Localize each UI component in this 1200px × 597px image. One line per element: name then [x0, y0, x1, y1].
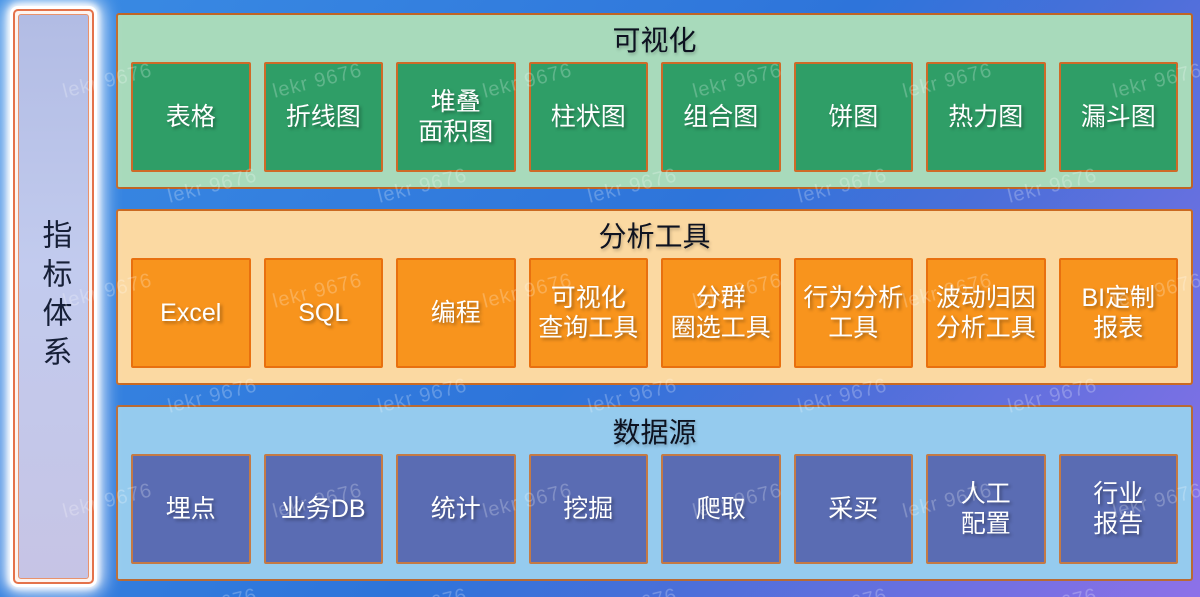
layer-item: 热力图 — [926, 62, 1046, 172]
layer-item: 漏斗图 — [1058, 62, 1178, 172]
layer-item: SQL — [263, 258, 383, 368]
layer-items-row: Excel SQL 编程 可视化 查询工具 分群 圈选工具 行为分析 工具 波动… — [118, 258, 1191, 368]
layer-panel-analysis-tools: 分析工具 Excel SQL 编程 可视化 查询工具 分群 圈选工具 行为分析 … — [116, 209, 1193, 385]
watermark-text: lekr 9676 — [1006, 584, 1100, 597]
layer-item: 堆叠 面积图 — [396, 62, 516, 172]
layer-item: 表格 — [131, 62, 251, 172]
watermark-text: lekr 9676 — [586, 584, 680, 597]
sidebar-title: 指标体系 — [37, 218, 71, 375]
layer-item: 分群 圈选工具 — [661, 258, 781, 368]
layer-item: 波动归因 分析工具 — [926, 258, 1046, 368]
layer-item: 饼图 — [793, 62, 913, 172]
layer-item: 统计 — [396, 454, 516, 564]
layer-title: 分析工具 — [598, 220, 711, 252]
layer-item: 行为分析 工具 — [793, 258, 913, 368]
layer-panel-data-sources: 数据源 埋点 业务DB 统计 挖掘 爬取 采买 人工 配置 行业 报告 — [116, 405, 1193, 581]
watermark-text: lekr 9676 — [376, 584, 470, 597]
layer-item: 爬取 — [661, 454, 781, 564]
sidebar-indicator-system: 指标体系 — [10, 6, 97, 587]
layer-item: BI定制 报表 — [1058, 258, 1178, 368]
layer-title: 可视化 — [612, 24, 697, 56]
layer-item: 组合图 — [661, 62, 781, 172]
layer-item: 柱状图 — [528, 62, 648, 172]
layer-item: 可视化 查询工具 — [528, 258, 648, 368]
layer-items-row: 表格 折线图 堆叠 面积图 柱状图 组合图 饼图 热力图 漏斗图 — [118, 62, 1191, 172]
layer-item: 编程 — [396, 258, 516, 368]
layer-items-row: 埋点 业务DB 统计 挖掘 爬取 采买 人工 配置 行业 报告 — [118, 454, 1191, 564]
sidebar-inner: 指标体系 — [18, 14, 89, 579]
layer-title: 数据源 — [612, 416, 697, 448]
layer-item: 行业 报告 — [1058, 454, 1178, 564]
watermark-text: lekr 9676 — [796, 584, 890, 597]
sidebar-frame: 指标体系 — [13, 9, 94, 584]
layer-item: 挖掘 — [528, 454, 648, 564]
layer-item: 埋点 — [131, 454, 251, 564]
layer-item: 人工 配置 — [926, 454, 1046, 564]
layer-item: 业务DB — [263, 454, 383, 564]
layer-item: Excel — [131, 258, 251, 368]
layer-item: 采买 — [793, 454, 913, 564]
watermark-text: lekr 9676 — [166, 584, 260, 597]
layer-panel-visualization: 可视化 表格 折线图 堆叠 面积图 柱状图 组合图 饼图 热力图 漏斗图 — [116, 13, 1193, 189]
layer-item: 折线图 — [263, 62, 383, 172]
